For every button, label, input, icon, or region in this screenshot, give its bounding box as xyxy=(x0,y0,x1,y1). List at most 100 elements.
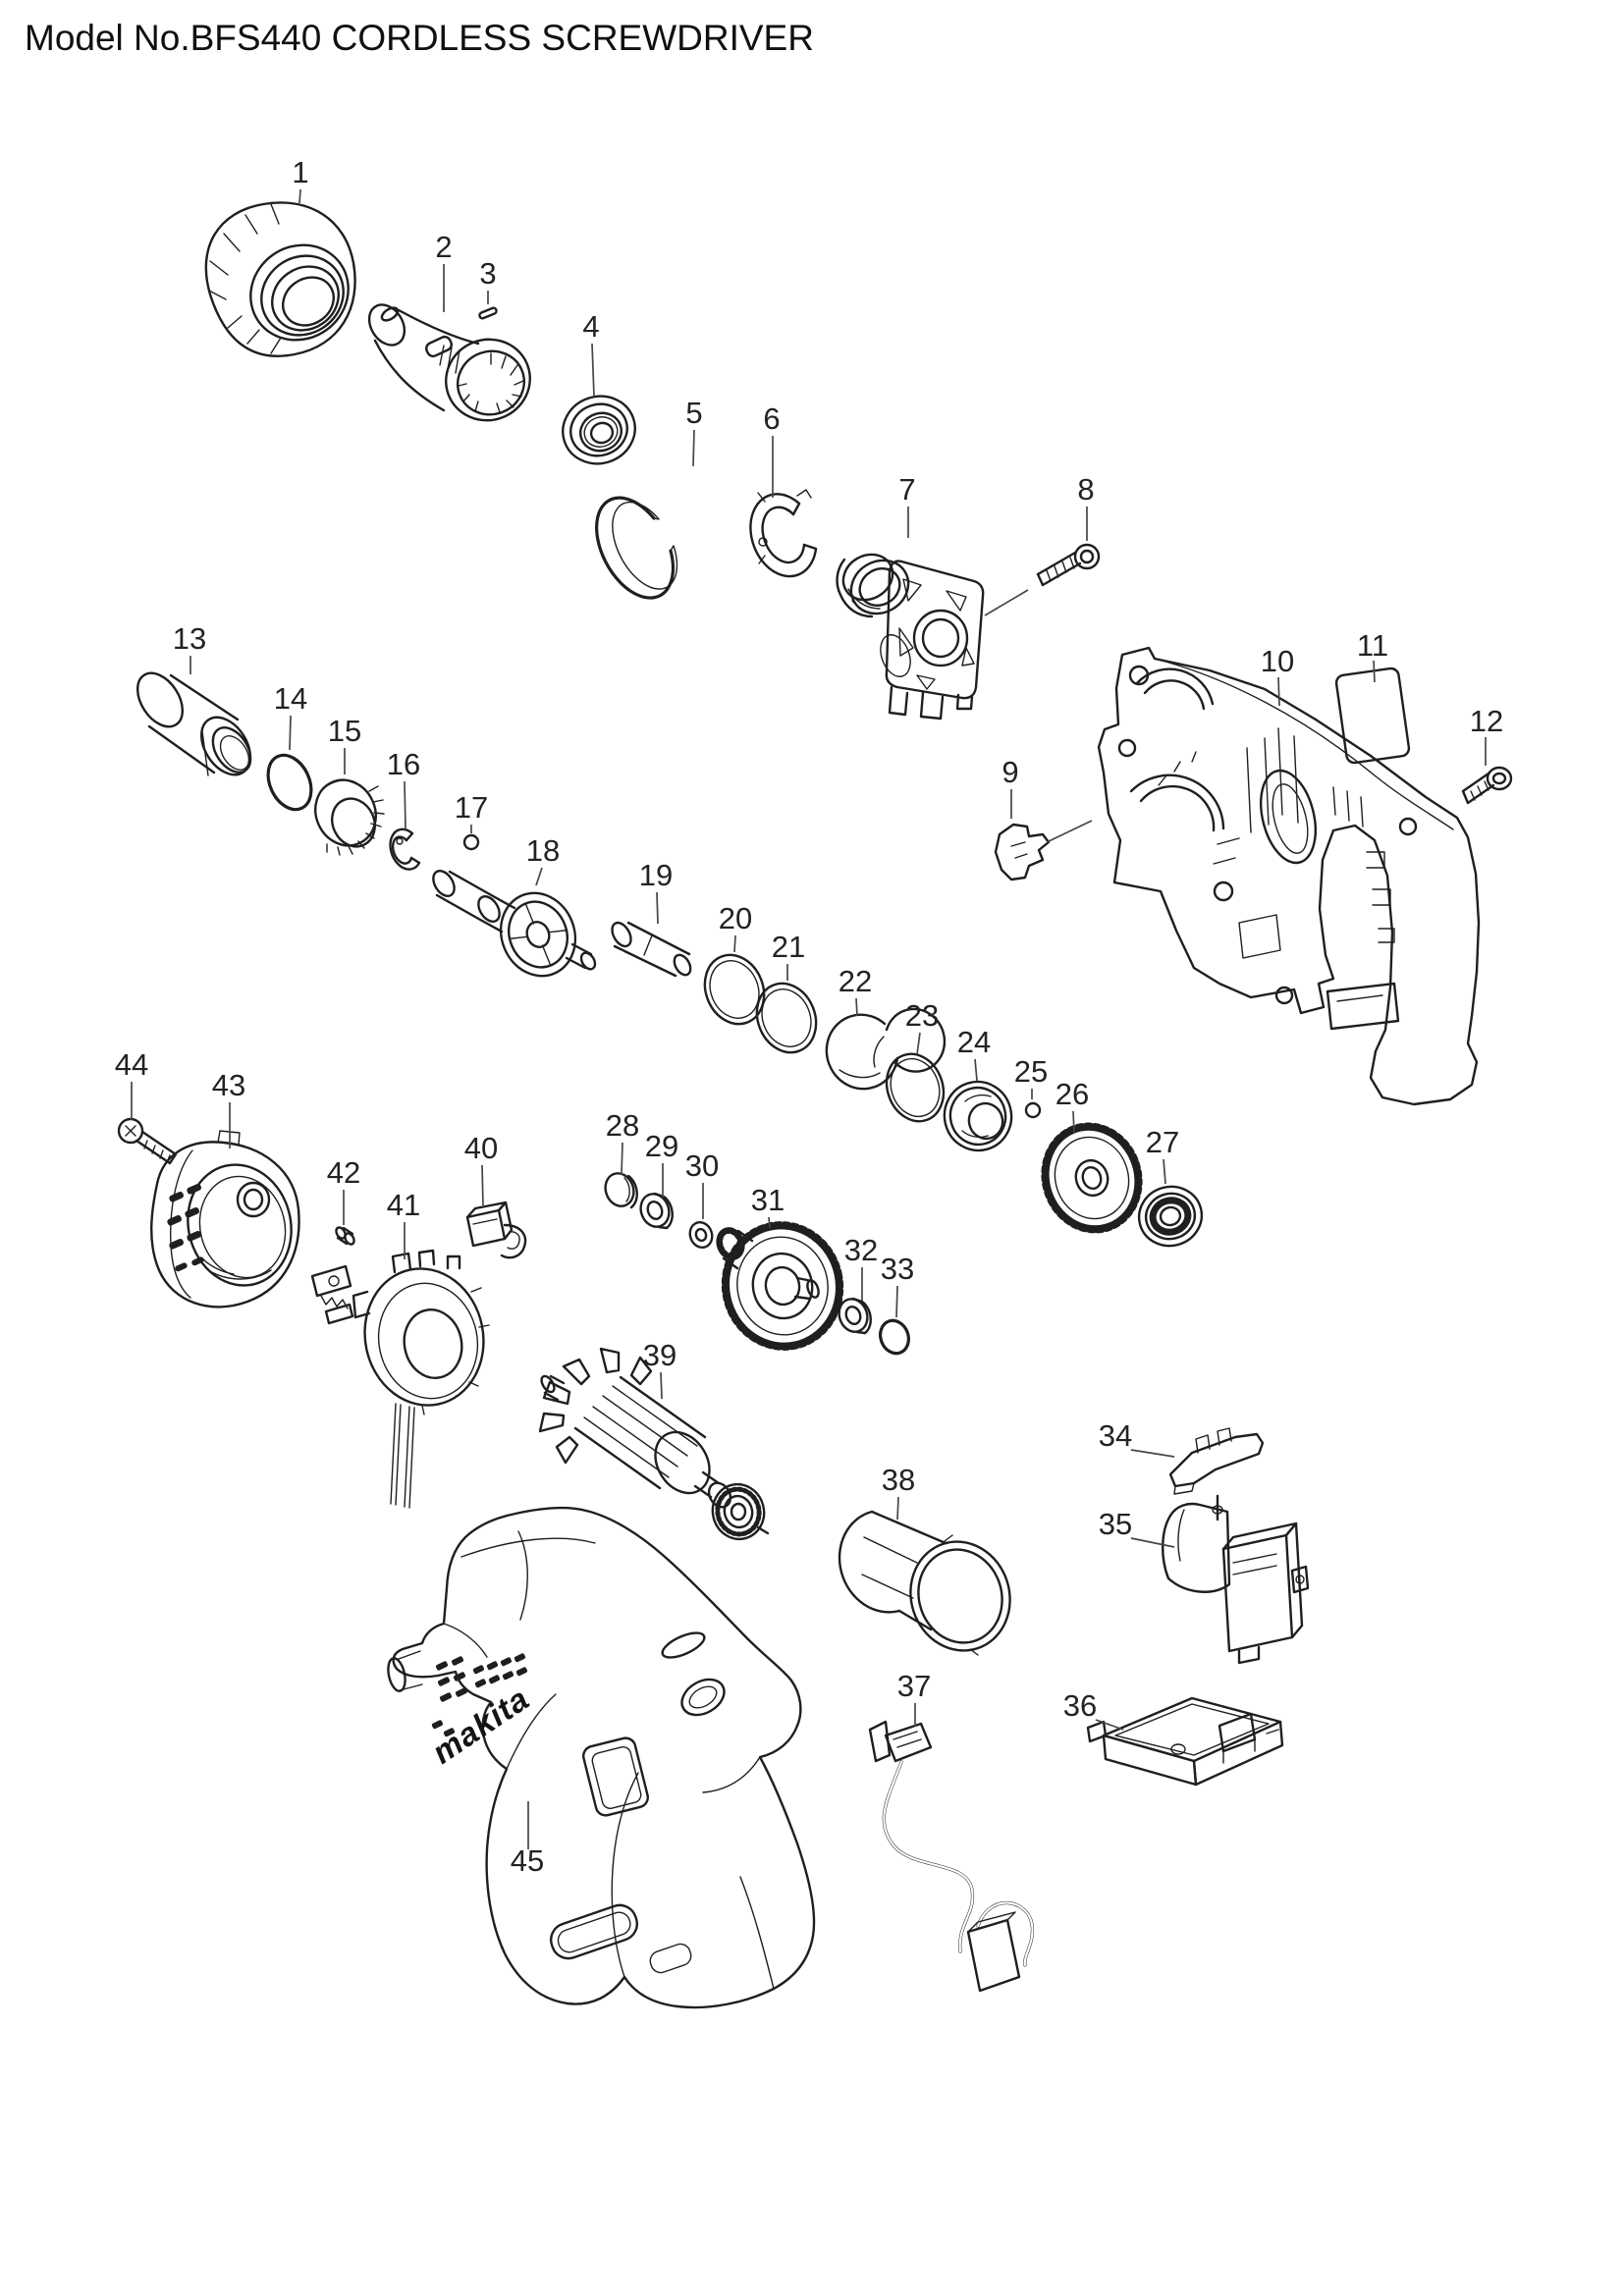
part-30-washer xyxy=(688,1221,714,1249)
part-25-label: 25 xyxy=(1014,1054,1048,1089)
part-7-label: 7 xyxy=(898,472,915,507)
part-21-ring xyxy=(755,982,818,1054)
part-39-armature xyxy=(538,1347,770,1541)
part-40-label: 40 xyxy=(464,1131,498,1165)
part-15-clutch-ring xyxy=(314,778,385,856)
part-16-half-sleeve xyxy=(389,828,421,871)
part-14-ring xyxy=(266,753,313,812)
part-40-leader-line xyxy=(481,1164,484,1206)
part-42-pin xyxy=(335,1226,355,1246)
part-41-brush-holder xyxy=(310,1249,490,1509)
part-29-label: 29 xyxy=(645,1129,678,1163)
part-3-label: 3 xyxy=(479,256,496,291)
part-10-housing-right xyxy=(1097,646,1481,1106)
part-30-label: 30 xyxy=(685,1148,719,1183)
part-9-stopper xyxy=(994,823,1051,881)
part-1-chuck-cap xyxy=(204,201,356,357)
part-23-o-ring xyxy=(885,1052,946,1123)
part-11-name-plate xyxy=(1334,667,1411,765)
part-33-leader-line xyxy=(895,1285,898,1318)
part-23-leader-line xyxy=(916,1032,921,1055)
part-36-leader-line xyxy=(1095,1719,1124,1731)
part-16-label: 16 xyxy=(387,747,420,781)
part-34-switch-lever xyxy=(1168,1427,1265,1522)
part-43-label: 43 xyxy=(212,1068,245,1102)
part-1-leader-line xyxy=(298,188,301,204)
part-7-gear-housing xyxy=(836,553,985,721)
part-26-label: 26 xyxy=(1056,1077,1089,1111)
part-24-cone-washer xyxy=(943,1080,1013,1152)
part-22-label: 22 xyxy=(839,964,872,998)
part-20-leader-line xyxy=(733,934,736,953)
part-20-label: 20 xyxy=(719,901,752,935)
part-26-leader-line xyxy=(1072,1110,1075,1134)
part-44-label: 44 xyxy=(115,1047,148,1082)
part-6-half-clip xyxy=(749,489,818,578)
part-12-screw xyxy=(1461,766,1513,805)
part-42-label: 42 xyxy=(327,1155,360,1190)
part-44-screw xyxy=(117,1117,178,1165)
screw-8-to-gear-housing xyxy=(984,589,1029,616)
part-32-bushing xyxy=(838,1297,872,1335)
part-39-leader-line xyxy=(660,1371,663,1400)
part-18-leader-line xyxy=(535,867,543,886)
part-18-label: 18 xyxy=(526,833,560,868)
part-8-label: 8 xyxy=(1077,472,1094,507)
part-27-label: 27 xyxy=(1146,1125,1179,1159)
part-43-motor-end-cover xyxy=(150,1130,300,1308)
part-35-label: 35 xyxy=(1099,1507,1132,1541)
part-33-label: 33 xyxy=(881,1252,914,1286)
part-22-leader-line xyxy=(855,997,858,1017)
part-20-ring xyxy=(703,953,766,1026)
part-10-leader-line xyxy=(1277,676,1280,707)
part-31-label: 31 xyxy=(751,1183,785,1217)
part-28-sleeve xyxy=(604,1172,638,1209)
part-5-label: 5 xyxy=(685,396,702,430)
part-13-label: 13 xyxy=(173,621,206,656)
part-41-label: 41 xyxy=(387,1188,420,1222)
part-4-label: 4 xyxy=(582,309,599,344)
part-39-label: 39 xyxy=(643,1338,677,1372)
part-45-housing-left: makita xyxy=(387,1507,816,2009)
part-17-steel-ball xyxy=(462,833,480,851)
part-36-label: 36 xyxy=(1063,1688,1097,1723)
part-31-leader-line xyxy=(768,1216,771,1229)
part-16-leader-line xyxy=(404,780,406,830)
part-38-label: 38 xyxy=(882,1463,915,1497)
part-11-label: 11 xyxy=(1357,628,1388,663)
part-25-steel-ball xyxy=(1024,1101,1042,1119)
part-19-label: 19 xyxy=(639,858,673,892)
part-34-label: 34 xyxy=(1099,1418,1132,1453)
part-15-label: 15 xyxy=(328,714,361,748)
part-32-label: 32 xyxy=(844,1233,878,1267)
part-4-leader-line xyxy=(591,343,595,398)
part-28-label: 28 xyxy=(606,1108,639,1143)
part-21-label: 21 xyxy=(772,930,805,964)
part-34-leader-line xyxy=(1130,1449,1175,1458)
part-19-pin xyxy=(611,921,692,978)
part-24-leader-line xyxy=(974,1058,978,1082)
part-5-retaining-ring xyxy=(595,496,678,600)
part-37-label: 37 xyxy=(897,1669,931,1703)
part-35-leader-line xyxy=(1130,1537,1175,1548)
part-12-label: 12 xyxy=(1470,704,1503,738)
part-36-terminal-block xyxy=(1086,1696,1284,1787)
part-18-spindle xyxy=(432,870,597,978)
part-3-pin xyxy=(478,306,498,320)
part-29-bushing xyxy=(639,1192,674,1230)
part-14-leader-line xyxy=(289,715,292,751)
part-4-bearing-retainer xyxy=(562,395,636,465)
stopper-9-to-housing xyxy=(1046,820,1093,843)
part-38-motor-yoke xyxy=(838,1510,1011,1656)
part-13-spring-cover xyxy=(135,671,252,776)
part-24-label: 24 xyxy=(957,1025,991,1059)
part-40-brush-cap xyxy=(465,1201,527,1259)
part-28-leader-line xyxy=(621,1142,623,1176)
part-38-leader-line xyxy=(896,1496,899,1521)
part-31-gear-assembly xyxy=(716,1221,844,1351)
part-1-label: 1 xyxy=(292,155,308,189)
part-10-label: 10 xyxy=(1261,644,1294,678)
